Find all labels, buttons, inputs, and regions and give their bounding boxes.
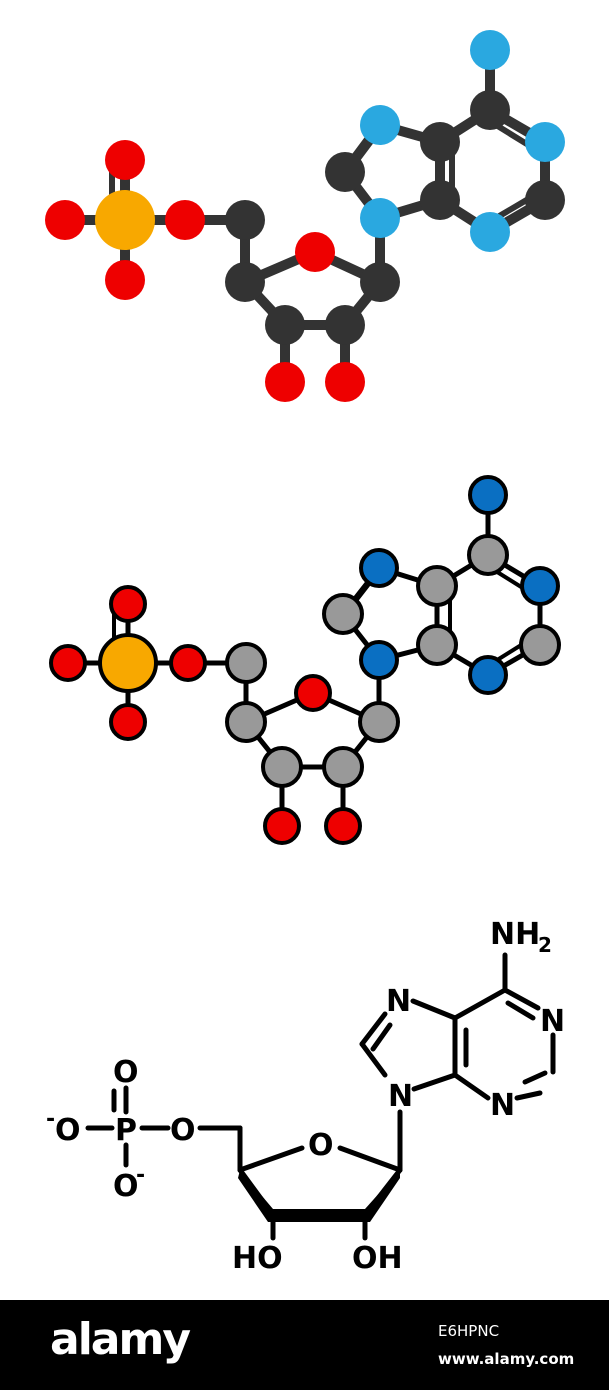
- carbon-atom: [225, 701, 267, 743]
- carbon-atom: [416, 624, 458, 666]
- skeletal-formula: NH 2 N N N N O P O - O O - O HO OH: [46, 917, 565, 1276]
- carbon-atom: [360, 262, 400, 302]
- carbon-atom: [325, 152, 365, 192]
- molecule-illustration: NH 2 N N N N O P O - O O - O HO OH: [45, 30, 565, 1276]
- watermark-footer: alamy E6HPNC www.alamy.com: [0, 1300, 609, 1390]
- phosphate-o-bridge-label: O: [170, 1113, 196, 1148]
- ball-and-stick-outlined-model: [49, 475, 561, 845]
- carbon-atom: [322, 593, 364, 635]
- stock-image-id: E6HPNC: [438, 1322, 500, 1340]
- nitrogen-atom: [468, 475, 508, 515]
- oxygen-atom: [325, 362, 365, 402]
- carbon-atom: [265, 305, 305, 345]
- hydroxyl-right-label: OH: [352, 1241, 403, 1276]
- nitrogen-atom: [359, 548, 399, 588]
- nitrogen-atom: [470, 30, 510, 70]
- amine-label: NH: [490, 917, 540, 952]
- ball-and-stick-flat-model: [45, 30, 565, 402]
- carbon-atom: [519, 624, 561, 666]
- n3-label: N: [490, 1088, 515, 1123]
- brand-logo: alamy: [50, 1314, 191, 1365]
- nitrogen-atom: [360, 105, 400, 145]
- phosphorus-atom: [98, 633, 158, 693]
- carbon-atom: [225, 200, 265, 240]
- n9-label: N: [388, 1079, 413, 1114]
- nitrogen-atom: [468, 655, 508, 695]
- charge-bottom-label: -: [136, 1163, 145, 1188]
- oxygen-atom: [169, 644, 207, 682]
- oxygen-atom: [45, 200, 85, 240]
- phosphate-o-double-label: O: [113, 1055, 139, 1090]
- carbon-atom: [525, 180, 565, 220]
- carbon-atom: [261, 746, 303, 788]
- phosphate-o-left-label: O: [55, 1113, 81, 1148]
- phosphorus-atom: [95, 190, 155, 250]
- oxygen-atom: [109, 703, 147, 741]
- oxygen-atom: [105, 140, 145, 180]
- carbon-atom: [416, 565, 458, 607]
- carbon-atom: [470, 90, 510, 130]
- oxygen-atom: [165, 200, 205, 240]
- oxygen-atom: [324, 807, 362, 845]
- site-url: www.alamy.com: [438, 1350, 575, 1368]
- carbon-atom: [420, 122, 460, 162]
- oxygen-atom: [295, 232, 335, 272]
- oxygen-atom: [294, 674, 332, 712]
- hydroxyl-left-label: HO: [232, 1241, 283, 1276]
- ring-oxygen-label: O: [308, 1128, 334, 1163]
- oxygen-atom: [49, 644, 87, 682]
- charge-left-label: -: [46, 1107, 55, 1132]
- nitrogen-atom: [520, 566, 560, 606]
- nitrogen-atom: [470, 212, 510, 252]
- oxygen-atom: [105, 260, 145, 300]
- oxygen-atom: [109, 585, 147, 623]
- carbon-atom: [225, 262, 265, 302]
- phosphorus-label: P: [115, 1113, 137, 1148]
- n7-label: N: [386, 984, 411, 1019]
- nitrogen-atom: [525, 122, 565, 162]
- nitrogen-atom: [359, 640, 399, 680]
- carbon-atom: [325, 305, 365, 345]
- oxygen-atom: [263, 807, 301, 845]
- carbon-atom: [322, 746, 364, 788]
- oxygen-atom: [265, 362, 305, 402]
- n1-label: N: [540, 1004, 565, 1039]
- carbon-atom: [225, 642, 267, 684]
- phosphate-o-bottom-label: O: [113, 1169, 139, 1204]
- nitrogen-atom: [360, 198, 400, 238]
- carbon-atom: [467, 534, 509, 576]
- carbon-atom: [420, 180, 460, 220]
- amine-subscript: 2: [538, 933, 552, 957]
- carbon-atom: [358, 701, 400, 743]
